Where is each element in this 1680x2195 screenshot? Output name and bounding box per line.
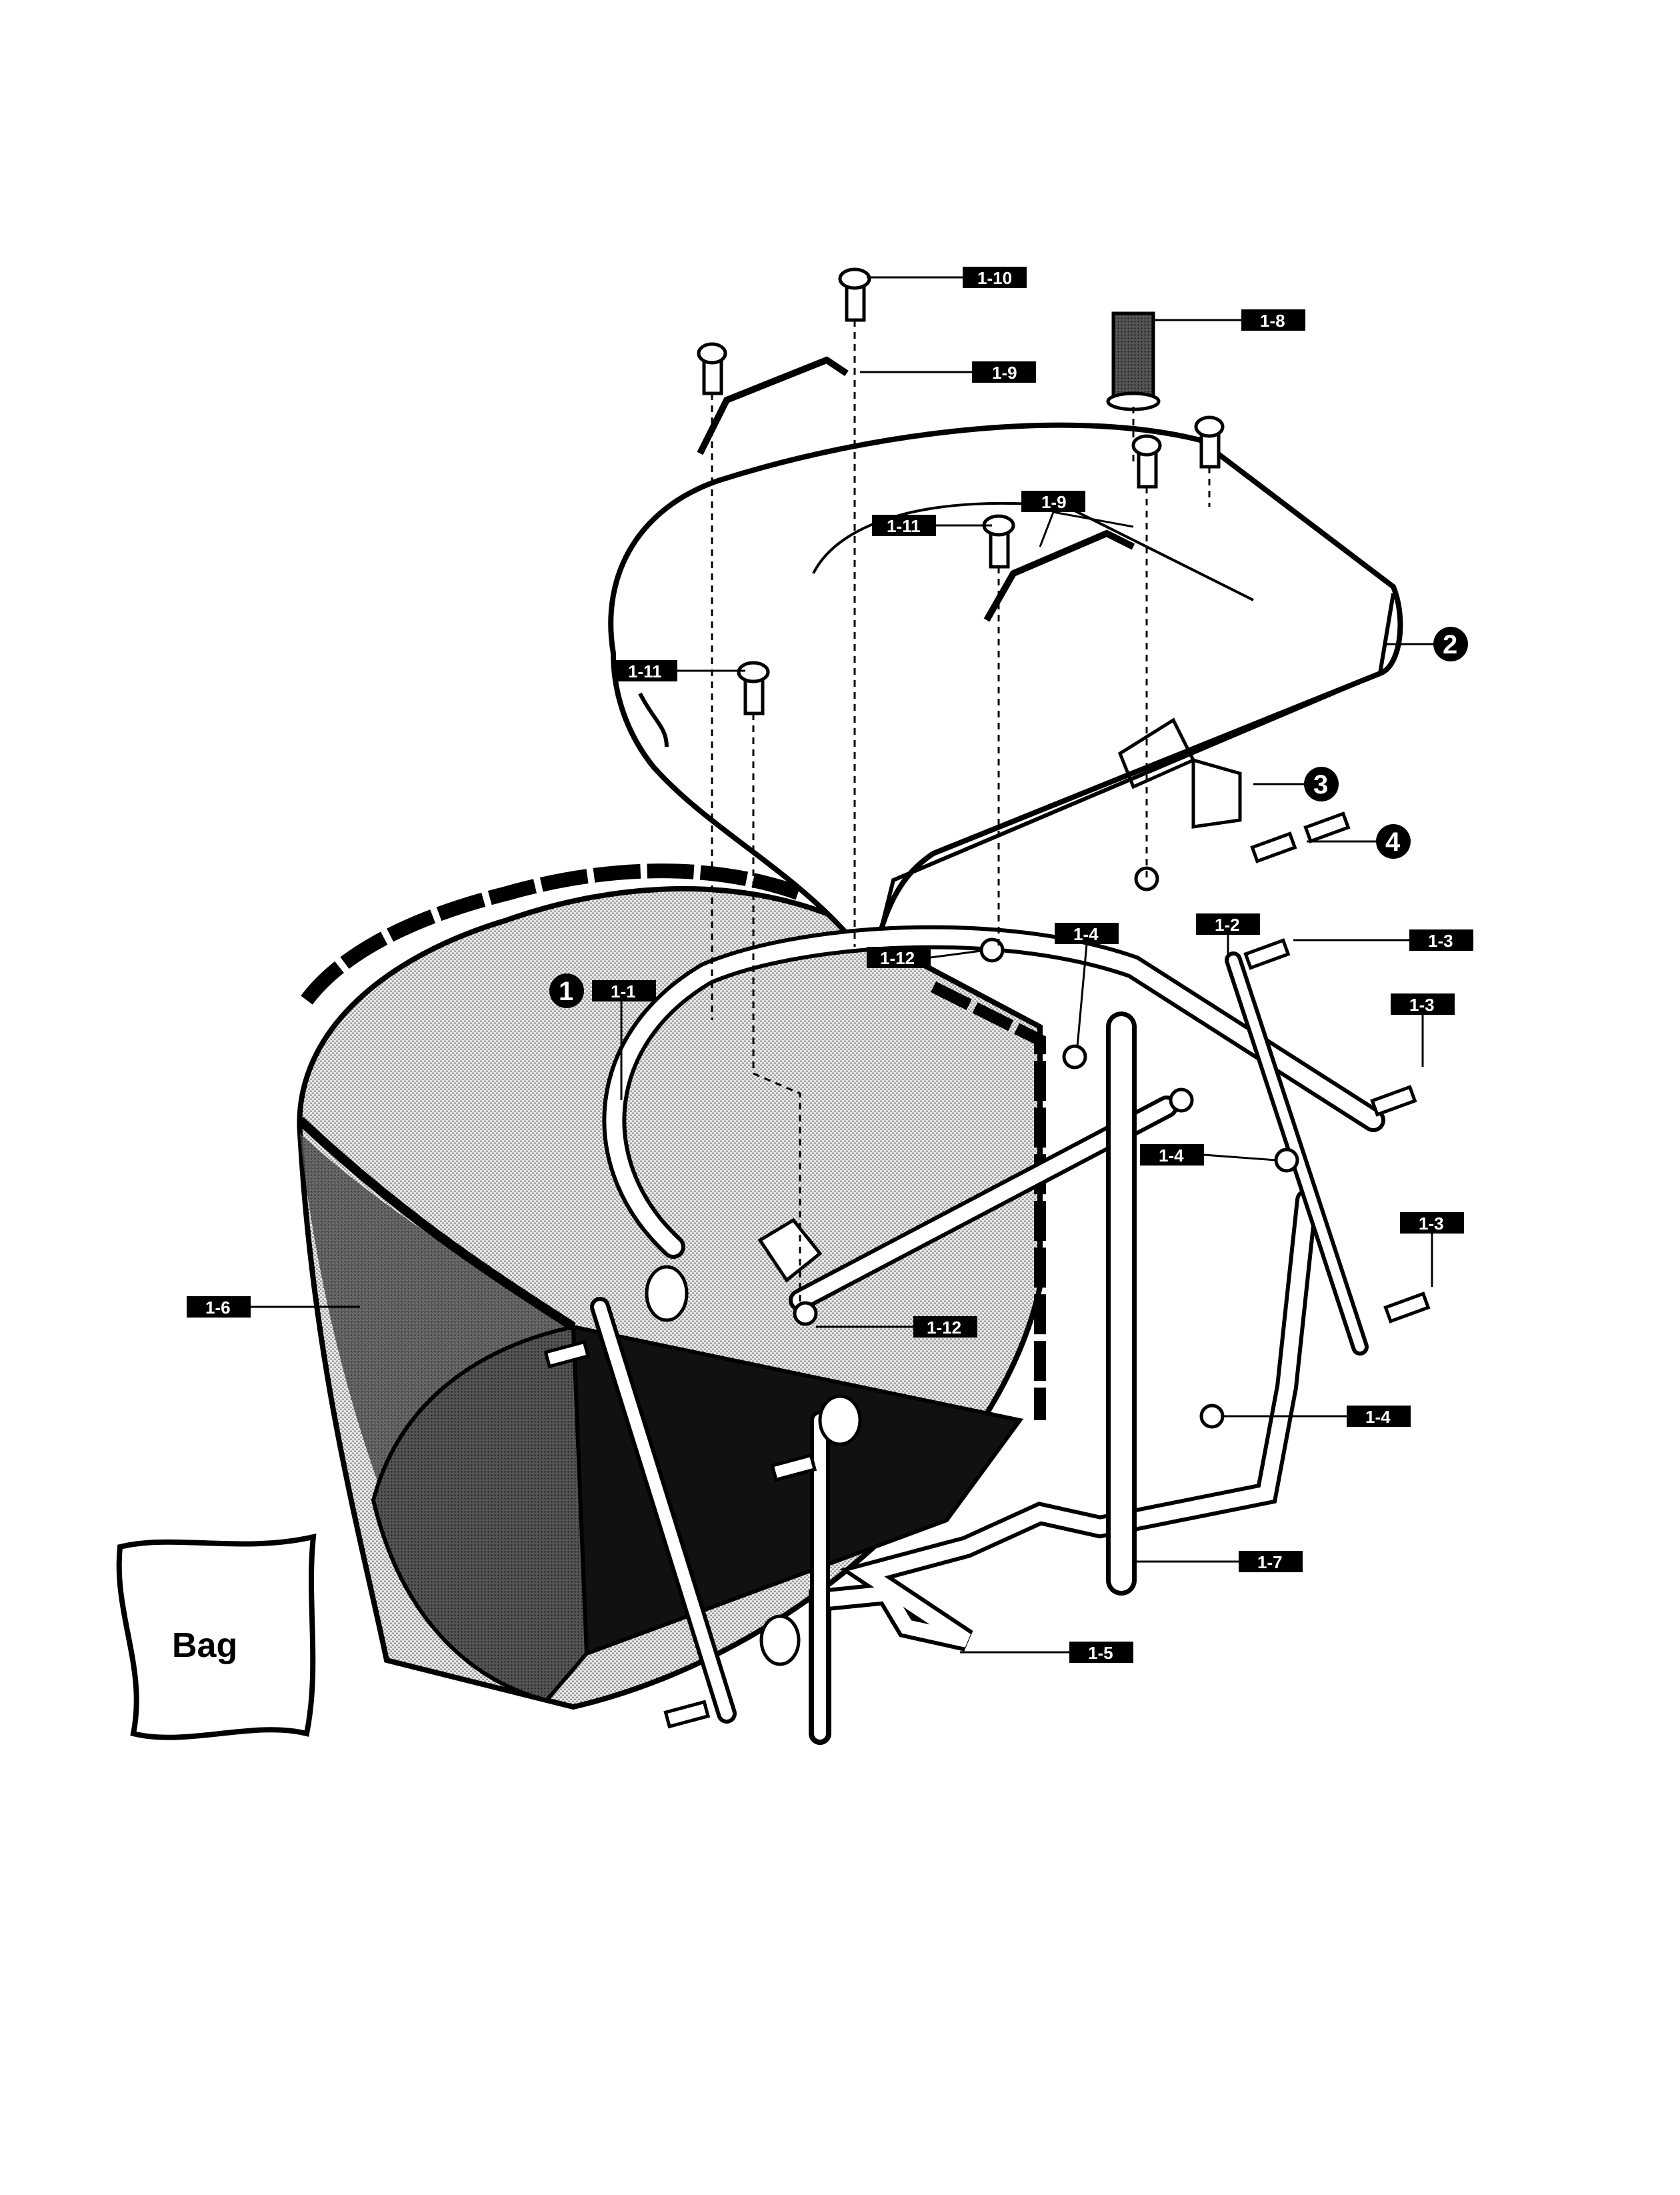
callout-1: 1 [559, 977, 573, 1006]
callout-1-8: 1-8 [1260, 311, 1285, 331]
callout-1-9-top: 1-9 [992, 363, 1017, 383]
callout-1-9-mid: 1-9 [1041, 492, 1067, 512]
callout-1-3-mid: 1-3 [1409, 995, 1435, 1015]
callout-2: 2 [1443, 630, 1457, 659]
bag-cover [608, 422, 1403, 946]
callout-1-4-low: 1-4 [1365, 1407, 1391, 1427]
callout-4: 4 [1385, 827, 1401, 857]
callouts: 1-10 1-8 1-9 1-9 1-11 1-11 2 3 4 1-2 1-3 [187, 267, 1473, 1663]
callout-1-2: 1-2 [1215, 915, 1240, 935]
hardware [543, 267, 1431, 1729]
callout-1-12-low: 1-12 [927, 1318, 961, 1338]
assembly-lines [711, 320, 1211, 1307]
callout-1-4-top: 1-4 [1073, 924, 1099, 944]
callout-1-10-box [963, 267, 1027, 288]
callout-1-10: 1-10 [977, 268, 1012, 288]
callout-3: 3 [1313, 770, 1328, 799]
bag-icon: Bag [116, 1533, 317, 1740]
bag-label: Bag [172, 1626, 237, 1665]
callout-1-3-top: 1-3 [1428, 931, 1453, 951]
callout-1-6: 1-6 [205, 1298, 231, 1318]
callout-1-7: 1-7 [1257, 1552, 1283, 1572]
callout-1-11-top: 1-11 [887, 516, 921, 536]
callout-1-5: 1-5 [1088, 1643, 1113, 1663]
callout-1-11-left: 1-11 [628, 661, 662, 681]
callout-1-12-top: 1-12 [880, 948, 915, 968]
callout-1-3-low: 1-3 [1419, 1214, 1444, 1234]
callout-1-1: 1-1 [611, 981, 636, 1001]
callout-1-4-mid: 1-4 [1159, 1146, 1184, 1166]
